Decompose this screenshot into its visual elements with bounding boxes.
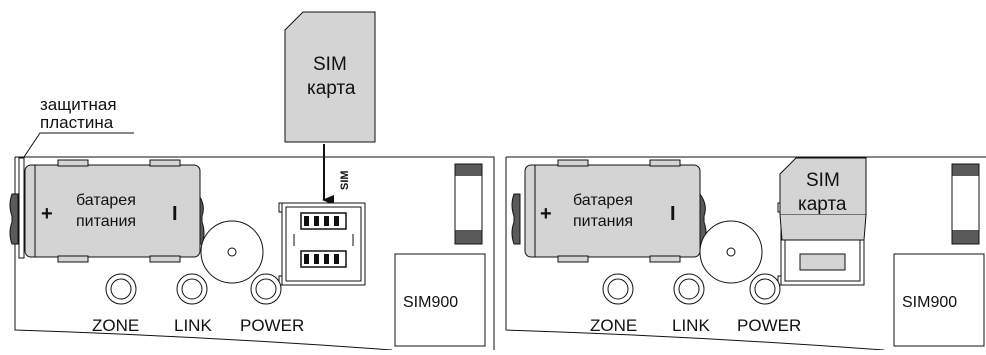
led-link-label-left: LINK	[174, 316, 212, 335]
battery-label-1: батарея	[76, 192, 136, 209]
battery-plus-sign-right: +	[540, 203, 552, 225]
left-panel: защитная пластина + батарея питания I	[9, 11, 495, 351]
protective-plate	[18, 157, 25, 259]
protective-plate-leader	[21, 132, 134, 161]
sim900-label-left: SIM900	[403, 294, 458, 311]
led-zone-label-left: ZONE	[92, 316, 139, 335]
sim-slot-marker: SIM	[339, 170, 351, 190]
protective-plate-label-2: пластина	[40, 113, 114, 132]
battery-holder-right	[511, 159, 707, 263]
sim-card-inserted	[779, 157, 867, 241]
led-power-right	[749, 273, 781, 305]
battery-label-1-right: батарея	[573, 192, 633, 209]
sim900-label-right: SIM900	[902, 294, 957, 311]
sim-card-inserted-label-1: SIM	[806, 170, 840, 191]
battery-plus-sign: +	[41, 203, 53, 225]
sim-card-inserted-label-2: карта	[798, 194, 847, 215]
sim-holder-left	[278, 202, 366, 286]
battery-label-2-right: питания	[573, 213, 633, 230]
battery-label-2: питания	[76, 213, 136, 230]
led-link-left	[176, 273, 208, 305]
sim-card-left	[284, 11, 376, 143]
component-strip-left	[454, 163, 483, 245]
battery-holder-left	[9, 159, 205, 263]
battery-minus-sign-right: I	[670, 203, 676, 225]
led-power-label-left: POWER	[240, 316, 304, 335]
led-zone-right	[602, 273, 634, 305]
led-link-right	[673, 273, 705, 305]
left-board-outline	[14, 156, 495, 351]
led-zone-label-right: ZONE	[590, 316, 637, 335]
buzzer	[200, 220, 264, 284]
led-power-label-right: POWER	[737, 316, 801, 335]
buzzer-right	[699, 220, 763, 284]
right-panel: + батарея питания I SIM карта	[505, 156, 986, 351]
sim-card-label-1: SIM	[313, 54, 347, 75]
led-link-label-right: LINK	[672, 316, 710, 335]
sim-card-label-2: карта	[307, 78, 356, 99]
right-board-outline	[505, 156, 986, 351]
battery-minus-sign: I	[172, 203, 178, 225]
protective-plate-label-1: защитная	[40, 95, 117, 114]
sim900-module-left	[394, 253, 486, 347]
component-strip-right	[951, 163, 980, 245]
led-zone-left	[105, 273, 137, 305]
led-power-left	[250, 273, 282, 305]
sim900-module-right	[893, 253, 985, 347]
